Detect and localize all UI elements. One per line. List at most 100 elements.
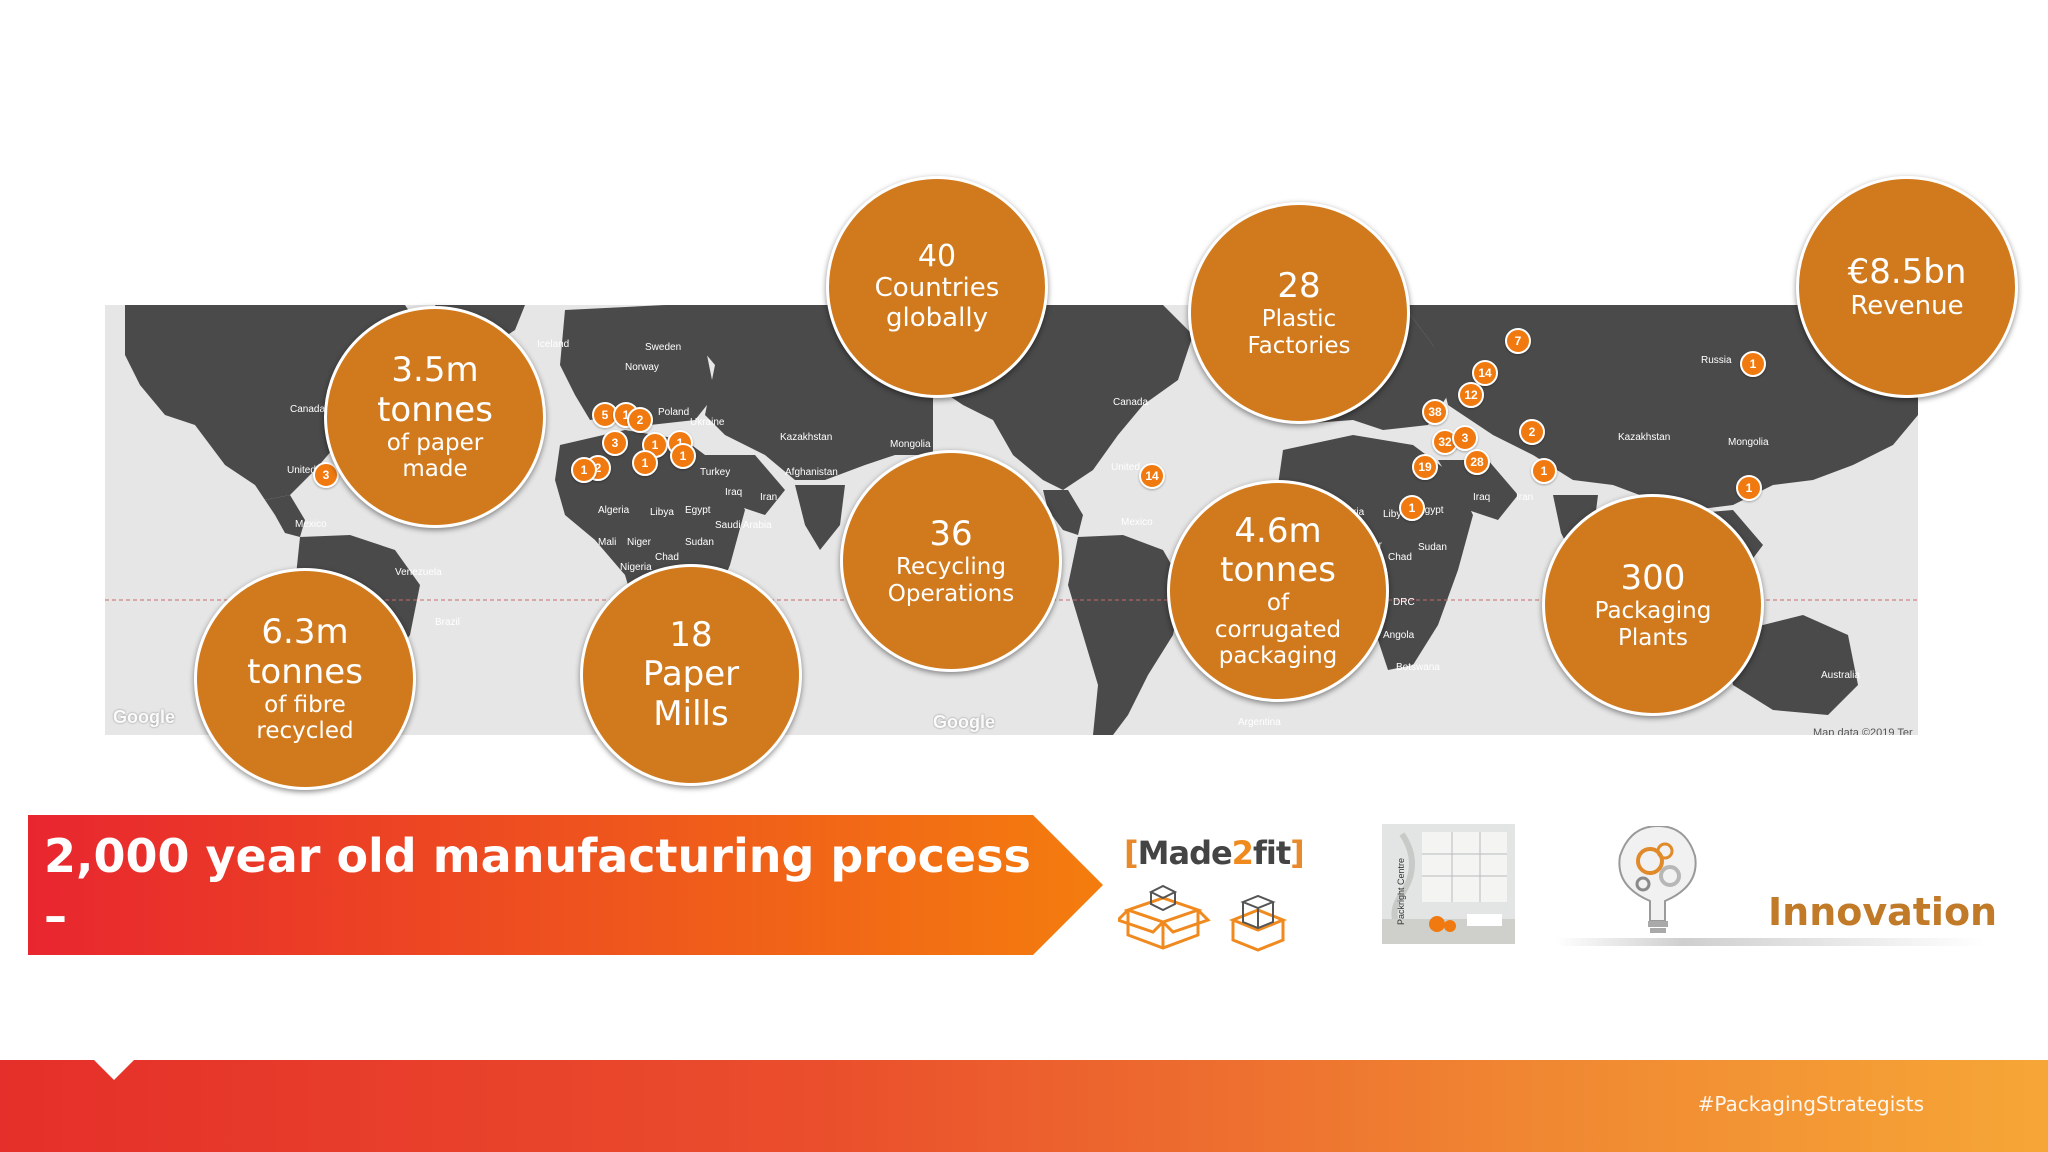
map-marker[interactable]: 1: [1531, 458, 1557, 484]
svg-text:Mali: Mali: [598, 537, 616, 548]
svg-text:Sudan: Sudan: [685, 537, 714, 548]
google-attribution-right: Google: [933, 712, 995, 732]
svg-text:Sweden: Sweden: [645, 342, 681, 353]
svg-text:Australia: Australia: [1821, 670, 1860, 681]
svg-text:Algeria: Algeria: [598, 505, 630, 516]
svg-text:Mexico: Mexico: [295, 519, 327, 530]
world-map-right-shapes: Canada United Mexico Russia Kazakhstan M…: [933, 305, 1918, 735]
map-marker[interactable]: 12: [1458, 382, 1484, 408]
footer-bar: [0, 1060, 2048, 1152]
photo-interior-graphic: [1382, 824, 1515, 944]
map-marker[interactable]: 2: [627, 407, 653, 433]
svg-text:Saudi Arabia: Saudi Arabia: [715, 520, 772, 531]
stat-bubble-plastic-factories: 28 Plastic Factories: [1188, 202, 1410, 424]
svg-text:Chad: Chad: [1388, 552, 1412, 563]
map-marker[interactable]: 38: [1422, 399, 1448, 425]
svg-text:Mongolia: Mongolia: [890, 439, 931, 450]
stat-bubble-paper-made: 3.5m tonnes of paper made: [324, 306, 546, 528]
innovation-lightbulb-icon: [1555, 826, 1985, 946]
svg-text:Iran: Iran: [1516, 492, 1533, 503]
svg-text:Iceland: Iceland: [537, 339, 569, 350]
svg-text:DRC: DRC: [1393, 597, 1415, 608]
svg-text:Kazakhstan: Kazakhstan: [1618, 432, 1670, 443]
stat-unit: Recycling: [896, 554, 1006, 581]
svg-text:Botswana: Botswana: [1396, 662, 1440, 673]
map-marker[interactable]: 1: [670, 443, 696, 469]
packright-centre-photo: [1382, 824, 1515, 944]
svg-text:Turkey: Turkey: [700, 467, 730, 478]
map-marker[interactable]: 7: [1505, 328, 1531, 354]
headline-text: 2,000 year old manufacturing process – i…: [44, 826, 1044, 1006]
made2fit-logo: [Made2fit]: [1124, 834, 1305, 872]
svg-text:Argentina: Argentina: [1238, 717, 1281, 728]
svg-text:Egypt: Egypt: [685, 505, 711, 516]
stat-unit: tonnes: [247, 651, 363, 692]
map-marker[interactable]: 1: [1399, 495, 1425, 521]
stat-value: 3.5m: [391, 350, 479, 391]
made2fit-boxes-icon: [1118, 884, 1288, 952]
stat-bubble-packaging-plants: 300 Packaging Plants: [1542, 494, 1764, 716]
map-marker[interactable]: 3: [1452, 425, 1478, 451]
stat-bubble-countries: 40 Countries globally: [826, 176, 1048, 398]
stat-bubble-fibre-recycled: 6.3m tonnes of fibre recycled: [194, 568, 416, 790]
svg-text:Canada: Canada: [290, 404, 325, 415]
stat-value: 28: [1277, 266, 1321, 307]
stat-detail: Revenue: [1850, 290, 1964, 321]
map-marker[interactable]: 3: [602, 430, 628, 456]
svg-text:Chad: Chad: [655, 552, 679, 563]
stat-bubble-revenue: €8.5bn Revenue: [1796, 176, 2018, 398]
svg-text:United: United: [287, 465, 316, 476]
map-marker[interactable]: 14: [1472, 360, 1498, 386]
headline-line-2: innovation driven front end…: [44, 949, 806, 1003]
map-marker[interactable]: 28: [1464, 449, 1490, 475]
svg-text:Russia: Russia: [1701, 355, 1732, 366]
svg-text:Canada: Canada: [1113, 397, 1148, 408]
stat-detail: Plants: [1618, 624, 1688, 651]
map-marker[interactable]: 1: [642, 432, 668, 458]
stat-detail: globally: [886, 303, 988, 334]
svg-text:United: United: [1111, 462, 1140, 473]
stat-unit: Countries: [874, 273, 1000, 304]
svg-text:Ukraine: Ukraine: [690, 417, 725, 428]
footer-hashtag: #PackagingStrategists: [1697, 1092, 1924, 1116]
headline-banner: [28, 815, 1103, 955]
footer-notch: [92, 1058, 136, 1080]
map-marker[interactable]: 2: [1519, 419, 1545, 445]
svg-text:Sudan: Sudan: [1418, 542, 1447, 553]
stat-value: 300: [1620, 558, 1686, 599]
stat-detail: of corrugated packaging: [1214, 590, 1342, 670]
map-marker[interactable]: 1: [632, 450, 658, 476]
svg-text:Egypt: Egypt: [1418, 505, 1444, 516]
stat-bubble-recycling: 36 Recycling Operations: [840, 450, 1062, 672]
stat-value: 18: [669, 615, 713, 656]
map-marker[interactable]: 1: [1740, 351, 1766, 377]
svg-text:Niger: Niger: [627, 537, 652, 548]
google-attribution: Google: [113, 707, 175, 727]
stat-unit: Packaging: [1594, 598, 1712, 625]
stat-bubble-paper-mills: 18 Paper Mills: [580, 564, 802, 786]
map-marker[interactable]: 1: [571, 457, 597, 483]
svg-text:Mongolia: Mongolia: [1728, 437, 1769, 448]
stat-value: 36: [929, 514, 973, 555]
stat-unit: Paper: [642, 654, 740, 695]
svg-text:Nigeria: Nigeria: [620, 562, 652, 573]
map-marker[interactable]: 19: [1412, 454, 1438, 480]
world-map-right: Canada United Mexico Russia Kazakhstan M…: [933, 305, 1918, 735]
svg-text:Angola: Angola: [1383, 630, 1415, 641]
svg-text:Venezuela: Venezuela: [395, 567, 442, 578]
stat-detail: Operations: [887, 580, 1015, 607]
svg-text:Brazil: Brazil: [435, 617, 460, 628]
headline-line-1: 2,000 year old manufacturing process –: [44, 829, 1031, 943]
svg-text:Afghanistan: Afghanistan: [785, 467, 838, 478]
map-data-credit: Map data ©2019 Ter: [1813, 727, 1913, 735]
stat-value: 4.6m: [1234, 511, 1322, 552]
map-marker[interactable]: 14: [1139, 463, 1165, 489]
map-marker[interactable]: 1: [1736, 475, 1762, 501]
svg-text:Kazakhstan: Kazakhstan: [780, 432, 832, 443]
svg-text:Iran: Iran: [760, 492, 777, 503]
svg-text:Libya: Libya: [650, 507, 674, 518]
stat-value: 6.3m: [261, 612, 349, 653]
stat-unit: Plastic: [1261, 306, 1337, 333]
photo-caption: Packright Centre: [1396, 857, 1406, 925]
stat-detail: of fibre recycled: [256, 691, 354, 745]
